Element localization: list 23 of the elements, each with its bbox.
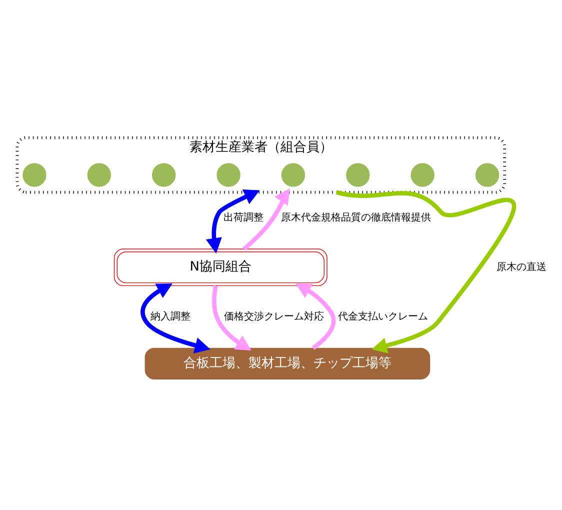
node-circle [87,162,112,186]
arrow [212,284,252,350]
edge-label: 納入調整 [150,311,191,322]
arrow [140,283,210,353]
node-circle [22,162,46,186]
node-circle [346,162,370,186]
edge-label: 価格交渉クレーム対応 [224,311,324,322]
node-box: 合板工場、製材工場、チップ工場等 [144,347,430,379]
node-circle [152,162,176,186]
edge-label: 原木の直送 [496,262,546,273]
arrow [336,190,516,353]
edge-label: 原木代金規格品質の徹底情報提供 [281,212,432,223]
edge-label: 出荷調整 [223,212,264,223]
arrow [242,188,290,250]
node-circle [281,162,306,186]
arrow [206,188,260,254]
edge-label: 代金支払いクレーム [338,311,428,322]
arrow [296,282,336,350]
node-box: N協同組合 [114,248,328,286]
node-circle [410,162,434,186]
node-circle [475,162,500,186]
node-circle [216,162,240,186]
cluster: 素材生産業者（組合員） [16,136,506,194]
